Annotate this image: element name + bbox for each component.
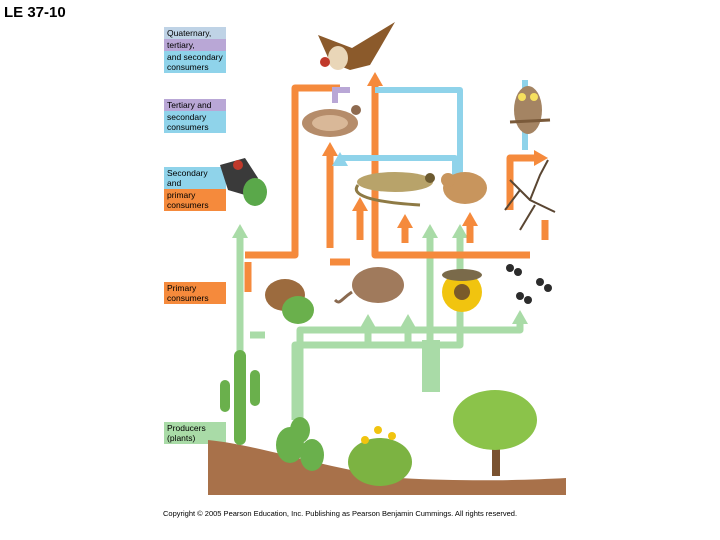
legend-tertiary-line2: secondary consumers (164, 111, 226, 133)
blue-arrowhead (332, 152, 348, 166)
orange-arrows (244, 80, 549, 292)
legend-primary: Primary consumers (164, 282, 226, 304)
copyright-notice: Copyright © 2005 Pearson Education, Inc.… (163, 509, 518, 518)
legend-quaternary-line2: tertiary, (164, 39, 226, 51)
green-trunk (422, 340, 440, 392)
desert-ground (208, 440, 566, 495)
grasshopper-flower-icon (442, 269, 482, 312)
hawk-icon (318, 22, 395, 70)
legend-tertiary-line1: Tertiary and (164, 99, 226, 111)
legend-quaternary-line1: Quaternary, (164, 27, 226, 39)
orange-arrowheads (322, 72, 548, 228)
orange-arrow-main-right (371, 80, 530, 259)
kangaroo-rat-icon (333, 267, 404, 304)
mouse-icon (441, 172, 487, 204)
ground-squirrel-icon (265, 279, 314, 324)
legend-tertiary: Tertiary and secondary consumers (164, 99, 226, 133)
green-arrowheads (232, 224, 528, 328)
woodpecker-icon (220, 158, 267, 206)
purple-arrow (332, 87, 350, 103)
legend-quaternary-line3: and secondary consumers (164, 51, 226, 73)
saguaro-cactus-icon (220, 350, 260, 445)
lizard-icon (354, 172, 435, 207)
legend-producers-line1: Producers (plants) (164, 422, 226, 444)
prickly-pear-icon (276, 417, 324, 471)
green-arrows (236, 232, 524, 420)
legend-quaternary: Quaternary, tertiary, and secondary cons… (164, 27, 226, 73)
legend-secondary: Secondary and primary consumers (164, 167, 226, 211)
owl-icon (509, 86, 551, 134)
shrub-icon (348, 426, 412, 486)
legend-producers: Producers (plants) (164, 422, 226, 444)
slide-title: LE 37-10 (4, 4, 66, 21)
legend-secondary-line1: Secondary and (164, 167, 226, 189)
legend-primary-line1: Primary consumers (164, 282, 226, 304)
mesquite-tree-icon (453, 390, 537, 476)
ants-icon (506, 264, 552, 304)
legend-secondary-line2: primary consumers (164, 189, 226, 211)
blue-arrow-hawk (375, 87, 463, 182)
blue-arrows (337, 80, 528, 182)
scorpion-icon (504, 159, 556, 231)
snake-icon (302, 105, 361, 137)
orange-arrow-owl (506, 154, 540, 210)
orange-arrow-main-left (245, 84, 340, 259)
